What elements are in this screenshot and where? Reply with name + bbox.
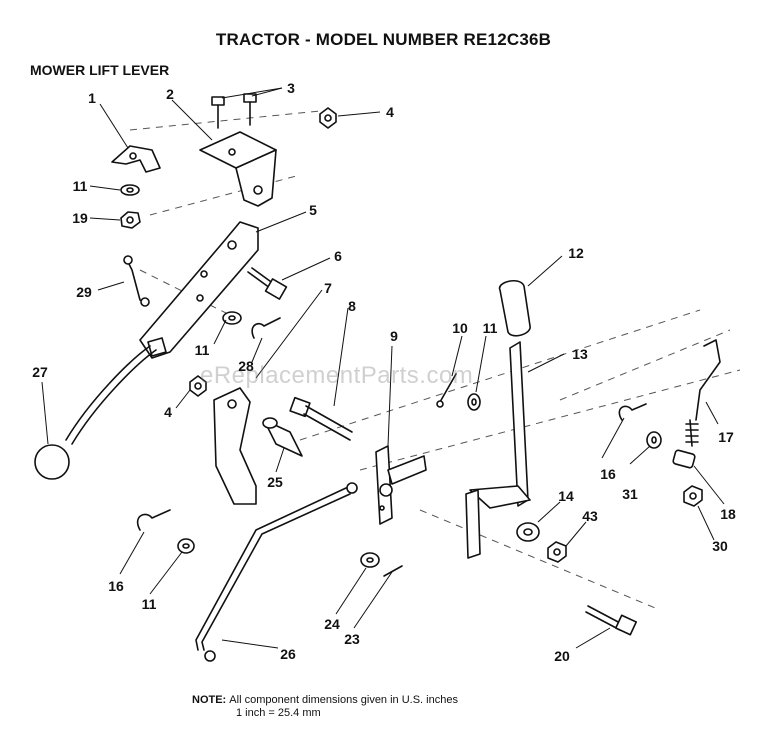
callout-24: 24 bbox=[324, 616, 340, 632]
callout-7: 7 bbox=[324, 280, 332, 296]
callout-29: 29 bbox=[76, 284, 92, 300]
part-16-hairpin bbox=[618, 403, 647, 421]
part-11-washer-d bbox=[177, 538, 195, 554]
part-16-hairpin-b bbox=[136, 509, 171, 531]
callout-26: 26 bbox=[280, 646, 296, 662]
callout-11b: 11 bbox=[194, 342, 210, 358]
callout-5: 5 bbox=[309, 202, 317, 218]
part-43-nut bbox=[547, 541, 567, 563]
part-17-rod bbox=[685, 339, 721, 447]
callout-31: 31 bbox=[622, 486, 638, 502]
callout-2: 2 bbox=[166, 86, 174, 102]
callout-8: 8 bbox=[348, 298, 356, 314]
callout-17: 17 bbox=[718, 429, 734, 445]
callout-16a: 16 bbox=[600, 466, 616, 482]
part-25-spacer bbox=[262, 417, 303, 457]
callout-25: 25 bbox=[267, 474, 283, 490]
dimension-note: NOTE: All component dimensions given in … bbox=[192, 694, 458, 720]
part-4-nut bbox=[319, 107, 337, 129]
part-6-bolt bbox=[247, 267, 288, 300]
part-7-plate bbox=[213, 387, 257, 505]
callout-27: 27 bbox=[32, 364, 48, 380]
callout-1: 1 bbox=[88, 90, 96, 106]
callout-11c: 11 bbox=[482, 320, 498, 336]
part-31-washer bbox=[646, 431, 662, 449]
callout-19: 19 bbox=[72, 210, 88, 226]
part-9-bracket bbox=[375, 445, 427, 525]
part-26-link-rod bbox=[195, 482, 358, 662]
callout-6: 6 bbox=[334, 248, 342, 264]
part-5-lift-arm bbox=[139, 221, 259, 359]
part-12-handle-grip bbox=[498, 279, 531, 337]
callout-18: 18 bbox=[720, 506, 736, 522]
part-1-clip bbox=[111, 145, 161, 173]
part-19-nut bbox=[120, 211, 141, 229]
callout-28: 28 bbox=[238, 358, 254, 374]
watermark: eReplacementParts.com bbox=[200, 362, 474, 389]
diagram-title: TRACTOR - MODEL NUMBER RE12C36B bbox=[215, 30, 552, 49]
note-label: NOTE: bbox=[192, 694, 227, 706]
part-2-bracket bbox=[199, 131, 277, 207]
callout-4a: 4 bbox=[386, 104, 394, 120]
callout-30: 30 bbox=[712, 538, 728, 554]
callout-10: 10 bbox=[452, 320, 468, 336]
part-11-washer-c bbox=[467, 393, 481, 411]
diagram-subtitle: MOWER LIFT LEVER bbox=[30, 62, 170, 78]
part-29-link bbox=[123, 255, 150, 307]
part-30-nut bbox=[683, 485, 703, 507]
callout-11a: 11 bbox=[72, 178, 88, 194]
part-14-bushing bbox=[516, 522, 540, 542]
note-line-2: 1 inch = 25.4 mm bbox=[236, 707, 321, 719]
callout-23: 23 bbox=[344, 631, 360, 647]
callout-9: 9 bbox=[390, 328, 398, 344]
callout-12: 12 bbox=[568, 245, 584, 261]
part-27-rod bbox=[34, 345, 157, 480]
callout-3: 3 bbox=[287, 80, 295, 96]
callout-20: 20 bbox=[554, 648, 570, 664]
part-11-washer bbox=[120, 184, 140, 196]
callout-11d: 11 bbox=[141, 596, 157, 612]
part-10-pin bbox=[436, 373, 457, 408]
callout-43: 43 bbox=[582, 508, 598, 524]
callout-4b: 4 bbox=[164, 404, 172, 420]
note-line-1: All component dimensions given in U.S. i… bbox=[229, 694, 458, 706]
callout-13: 13 bbox=[572, 346, 588, 362]
part-24-washer bbox=[360, 552, 380, 568]
part-8-bolt bbox=[289, 396, 353, 441]
part-23-pin bbox=[383, 565, 403, 577]
callout-16b: 16 bbox=[108, 578, 124, 594]
part-28-hairpin bbox=[251, 317, 281, 339]
part-18-trunnion bbox=[672, 449, 696, 469]
callout-14: 14 bbox=[558, 488, 574, 504]
part-3-bolts bbox=[211, 93, 257, 129]
part-20-bolt bbox=[585, 605, 638, 636]
part-13-lever bbox=[465, 341, 531, 559]
part-11-washer-b bbox=[222, 311, 242, 325]
